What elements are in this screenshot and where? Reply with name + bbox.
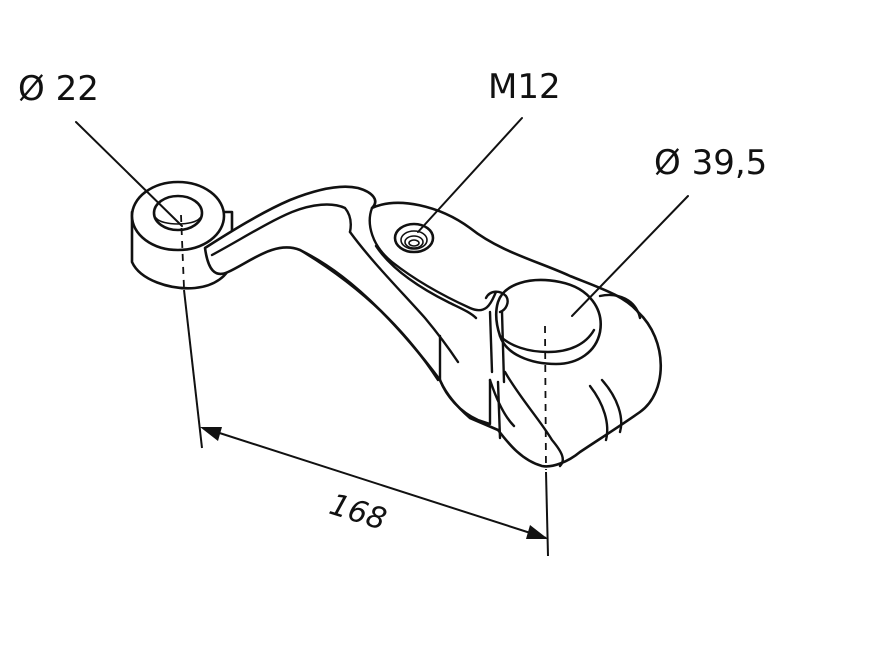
dimension-label: 168 [325, 487, 390, 538]
thread-hole-ring-3 [408, 239, 420, 247]
callout-small-bore: Ø 22 [18, 69, 99, 109]
small-bore-inner [155, 217, 201, 225]
thread-pad [368, 206, 498, 312]
leader-small-bore [75, 121, 183, 227]
thread-hole-ring-1 [400, 230, 428, 250]
callout-thread: M12 [488, 67, 561, 107]
clamp-split-wall [488, 310, 494, 374]
clamp-ring-side [588, 384, 609, 442]
leader-thread [417, 117, 523, 233]
callout-large-bore: Ø 39,5 [654, 143, 767, 183]
thread-pad-edge [374, 244, 478, 320]
arrowhead-left [200, 427, 222, 441]
thread-hole-ring-2 [404, 235, 424, 249]
large-bore-inner [498, 328, 596, 354]
extension-line-left [183, 289, 203, 449]
arm-ridge-upper [210, 203, 352, 257]
clamp-slot-left [488, 378, 516, 428]
extension-line-right [545, 471, 549, 557]
bracket-part [130, 180, 663, 468]
small-bore [152, 194, 204, 232]
arm-web-edge-2 [298, 248, 440, 382]
arm-web-edge [348, 230, 460, 364]
leader-large-bore [571, 195, 689, 317]
large-bore-centerline [544, 325, 547, 471]
clamp-split-top [484, 290, 509, 314]
clamp-split-wall-2 [500, 310, 506, 384]
clamp-ring-outer [503, 370, 564, 468]
clamp-ring-side-2 [600, 378, 623, 434]
thread-hole [393, 222, 435, 254]
clamp-lobe [598, 293, 642, 320]
dimension-line [203, 427, 547, 539]
arrowhead-right [526, 525, 548, 539]
clamp-slot-right [496, 380, 502, 440]
clamp-front-face [438, 334, 492, 426]
